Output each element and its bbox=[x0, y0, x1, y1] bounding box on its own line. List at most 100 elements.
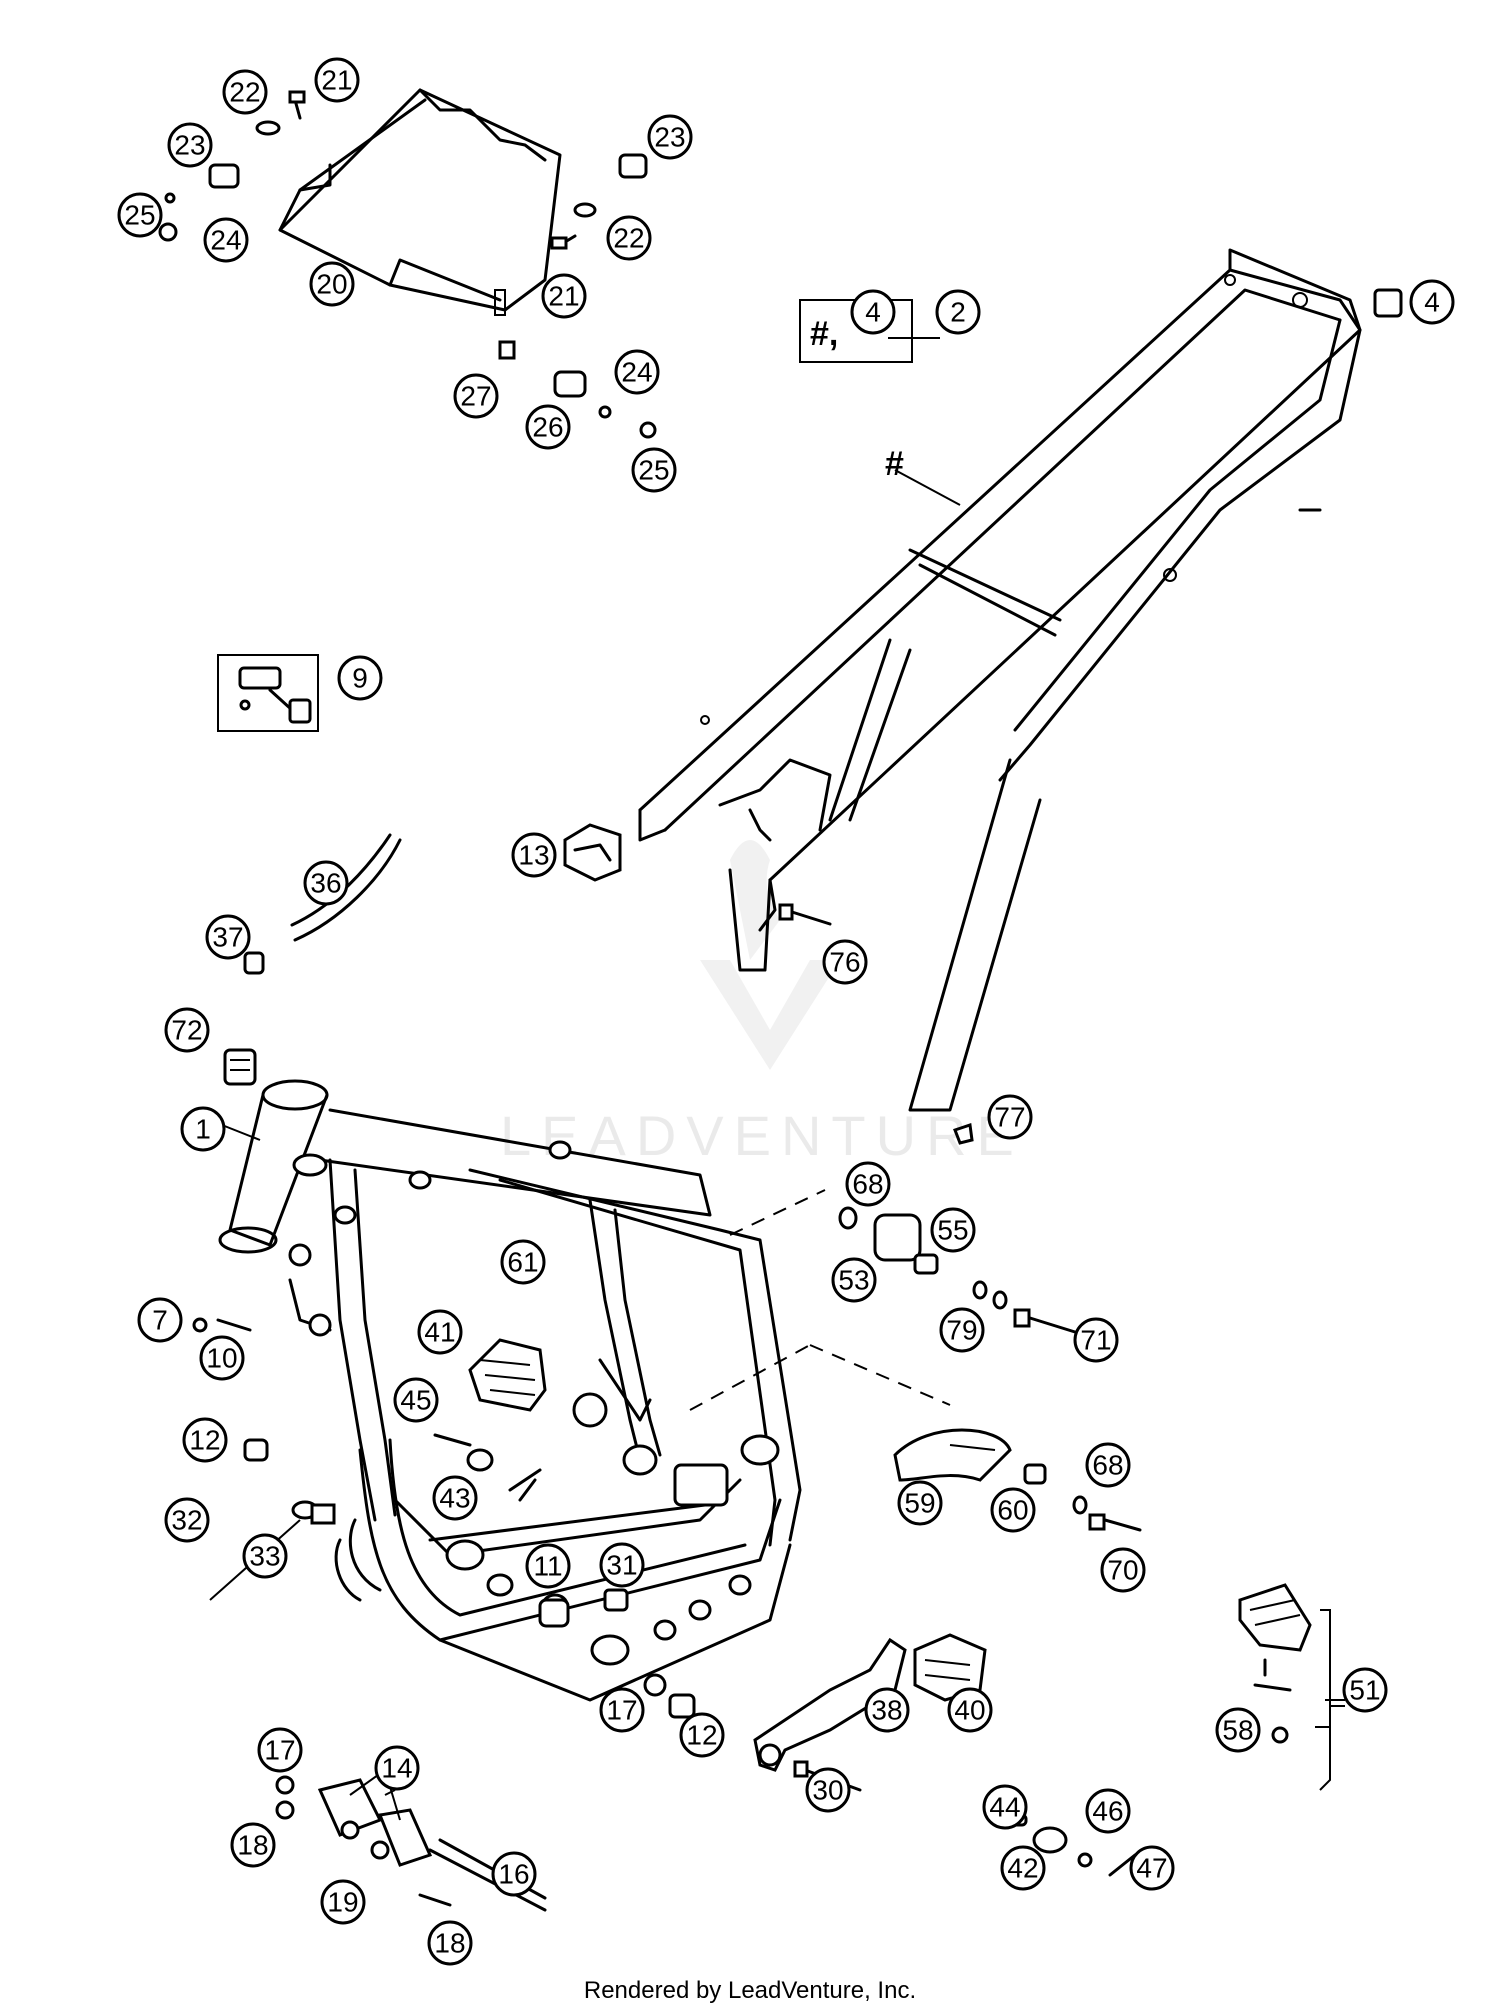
svg-text:55: 55 bbox=[937, 1215, 968, 1246]
callout-68b: 68 bbox=[1085, 1442, 1131, 1488]
callout-17a: 17 bbox=[599, 1687, 645, 1733]
svg-text:70: 70 bbox=[1107, 1555, 1138, 1586]
svg-text:18: 18 bbox=[237, 1830, 268, 1861]
callout-60: 60 bbox=[990, 1487, 1036, 1533]
callout-25b: 25 bbox=[631, 447, 677, 493]
svg-text:46: 46 bbox=[1092, 1796, 1123, 1827]
callout-20: 20 bbox=[309, 261, 355, 307]
svg-text:16: 16 bbox=[498, 1859, 529, 1890]
callout-53: 53 bbox=[831, 1257, 877, 1303]
callout-33: 33 bbox=[242, 1533, 288, 1579]
callout-44: 44 bbox=[982, 1784, 1028, 1830]
callout-30: 30 bbox=[805, 1767, 851, 1813]
callout-22a: 22 bbox=[222, 69, 268, 115]
svg-text:23: 23 bbox=[654, 122, 685, 153]
svg-text:23: 23 bbox=[174, 130, 205, 161]
mount-dash-2 bbox=[809, 1344, 951, 1406]
svg-text:24: 24 bbox=[210, 225, 241, 256]
callout-10: 10 bbox=[199, 1335, 245, 1381]
engine-mount-hardware bbox=[838, 1206, 1077, 1334]
callout-79: 79 bbox=[939, 1307, 985, 1353]
svg-text:72: 72 bbox=[171, 1015, 202, 1046]
ignition-lock bbox=[217, 654, 319, 732]
callout-31: 31 bbox=[599, 1542, 645, 1588]
callout-42: 42 bbox=[1000, 1845, 1046, 1891]
svg-text:53: 53 bbox=[838, 1265, 869, 1296]
svg-text:17: 17 bbox=[606, 1695, 637, 1726]
svg-text:26: 26 bbox=[532, 412, 563, 443]
leader-lines bbox=[209, 337, 1345, 1821]
callout-13: 13 bbox=[511, 832, 557, 878]
svg-text:38: 38 bbox=[871, 1695, 902, 1726]
svg-text:25: 25 bbox=[638, 455, 669, 486]
svg-text:60: 60 bbox=[997, 1495, 1028, 1526]
subframe-cap bbox=[1373, 288, 1403, 318]
svg-text:58: 58 bbox=[1222, 1715, 1253, 1746]
svg-text:9: 9 bbox=[352, 663, 368, 694]
callout-4: 4 bbox=[1409, 279, 1455, 325]
callout-24a: 24 bbox=[203, 217, 249, 263]
svg-text:42: 42 bbox=[1007, 1853, 1038, 1884]
callout-16: 16 bbox=[491, 1851, 537, 1897]
svg-text:30: 30 bbox=[812, 1775, 843, 1806]
bolt-10 bbox=[216, 1318, 252, 1332]
svg-text:36: 36 bbox=[310, 868, 341, 899]
callout-47: 47 bbox=[1129, 1845, 1175, 1891]
skid-plate-hardware bbox=[158, 90, 657, 439]
svg-text:12: 12 bbox=[189, 1425, 220, 1456]
svg-text:76: 76 bbox=[829, 947, 860, 978]
callout-68a: 68 bbox=[845, 1161, 891, 1207]
svg-text:20: 20 bbox=[316, 269, 347, 300]
svg-text:33: 33 bbox=[249, 1541, 280, 1572]
callout-11: 11 bbox=[525, 1543, 571, 1589]
callout-7: 7 bbox=[137, 1297, 183, 1343]
svg-text:13: 13 bbox=[518, 840, 549, 871]
footpeg-clip bbox=[508, 1468, 542, 1502]
callout-71: 71 bbox=[1073, 1317, 1119, 1363]
svg-text:2: 2 bbox=[950, 297, 966, 328]
chain-slider bbox=[893, 1428, 1142, 1532]
svg-text:4: 4 bbox=[865, 297, 881, 328]
callout-9: 9 bbox=[337, 655, 383, 701]
svg-text:77: 77 bbox=[994, 1102, 1025, 1133]
main-frame bbox=[218, 1079, 802, 1702]
mount-dash-3 bbox=[689, 1344, 811, 1411]
callout-37: 37 bbox=[205, 914, 251, 960]
callout-40: 40 bbox=[947, 1687, 993, 1733]
svg-text:61: 61 bbox=[507, 1247, 538, 1278]
svg-text:43: 43 bbox=[439, 1483, 470, 1514]
svg-text:7: 7 bbox=[152, 1305, 168, 1336]
svg-text:32: 32 bbox=[171, 1505, 202, 1536]
callout-51: 51 bbox=[1342, 1667, 1388, 1713]
skid-plate bbox=[278, 88, 562, 316]
svg-text:47: 47 bbox=[1136, 1853, 1167, 1884]
steering-stop-grommet bbox=[223, 1048, 257, 1086]
callout-59: 59 bbox=[897, 1480, 943, 1526]
callout-38: 38 bbox=[864, 1687, 910, 1733]
svg-text:45: 45 bbox=[400, 1385, 431, 1416]
subframe-bolt-lower bbox=[953, 1123, 974, 1145]
svg-text:79: 79 bbox=[946, 1315, 977, 1346]
bushing-11 bbox=[538, 1598, 570, 1628]
callout-2: 2 bbox=[935, 289, 981, 335]
svg-text:11: 11 bbox=[533, 1551, 562, 1582]
subframe-bolt-upper bbox=[778, 903, 832, 926]
callout-23b: 23 bbox=[647, 114, 693, 160]
brake-pedal bbox=[753, 1633, 987, 1792]
callout-19: 19 bbox=[320, 1879, 366, 1925]
svg-text:40: 40 bbox=[954, 1695, 985, 1726]
part-2-box-label: #, bbox=[810, 315, 838, 353]
svg-text:1: 1 bbox=[195, 1114, 211, 1145]
callout-1: 1 bbox=[180, 1106, 226, 1152]
subframe bbox=[638, 248, 1362, 1112]
svg-text:17: 17 bbox=[264, 1735, 295, 1766]
bushing-12-lower bbox=[668, 1693, 696, 1719]
footpeg-pin bbox=[433, 1433, 472, 1447]
footpeg-right-assembly bbox=[1238, 1583, 1345, 1791]
callout-14: 14 bbox=[374, 1745, 420, 1791]
bump-stop bbox=[563, 823, 622, 882]
callout-76: 76 bbox=[822, 939, 868, 985]
callout-77: 77 bbox=[987, 1094, 1033, 1140]
nut-7 bbox=[192, 1317, 208, 1333]
